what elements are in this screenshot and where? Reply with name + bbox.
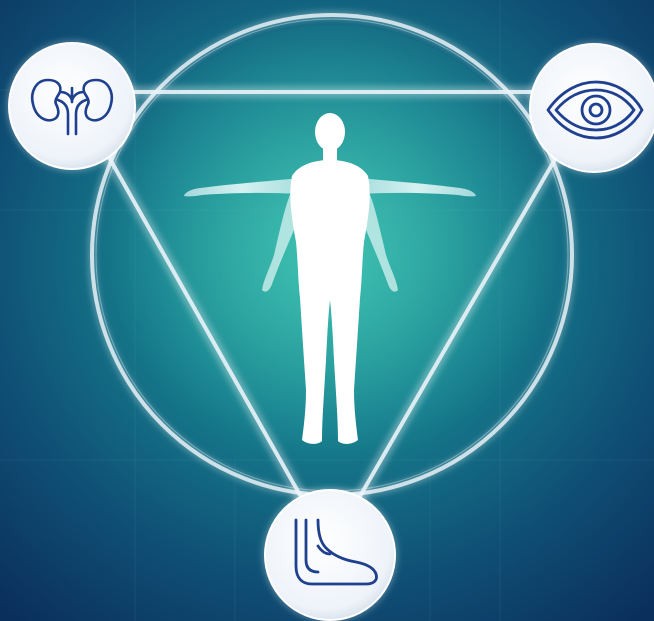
foot-node <box>262 487 398 621</box>
kidneys-node <box>6 40 138 172</box>
